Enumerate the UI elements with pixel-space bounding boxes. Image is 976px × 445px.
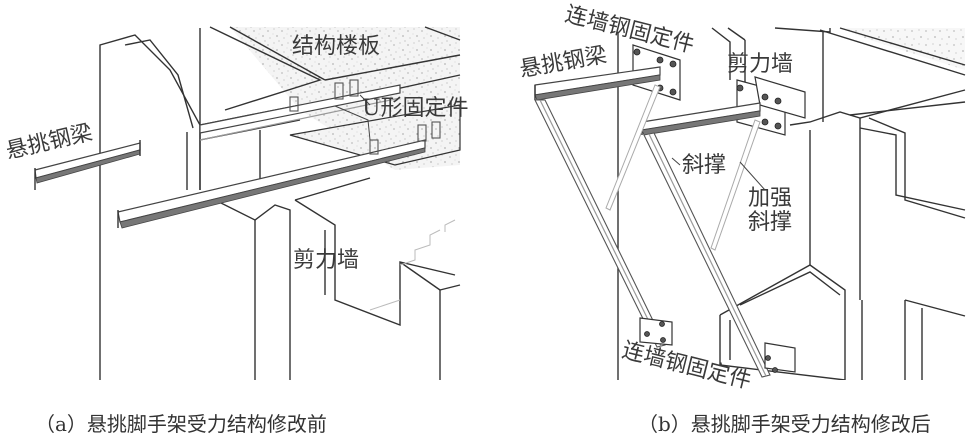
reinforced-brace-left xyxy=(605,84,661,211)
panel-b-drawing xyxy=(534,27,966,380)
upper-cantilever-beam xyxy=(199,84,401,134)
u-fixtures xyxy=(289,79,441,155)
diagonal-brace-left xyxy=(534,99,666,348)
label-shear-wall-b: 剪力墙 xyxy=(727,52,794,77)
label-reinforced-brace-line1: 加强 xyxy=(748,186,793,211)
label-shear-wall-a: 剪力墙 xyxy=(293,248,360,273)
caption-panel-b: （b）悬挑脚手架受力结构修改后 xyxy=(638,412,931,436)
label-diagonal-brace: 斜撑 xyxy=(682,153,727,178)
wall-tie-plate-bottom-right xyxy=(764,342,796,373)
label-floor-slab: 结构楼板 xyxy=(292,34,381,59)
label-u-fixture: U形固定件 xyxy=(362,96,469,121)
caption-panel-a: （a）悬挑脚手架受力结构修改前 xyxy=(35,412,327,436)
label-reinforced-brace-line2: 斜撑 xyxy=(748,210,793,235)
wall-tie-plate-bottom-left xyxy=(639,317,673,346)
reinforced-brace-right xyxy=(710,119,761,251)
panel-a-drawing xyxy=(34,26,461,380)
